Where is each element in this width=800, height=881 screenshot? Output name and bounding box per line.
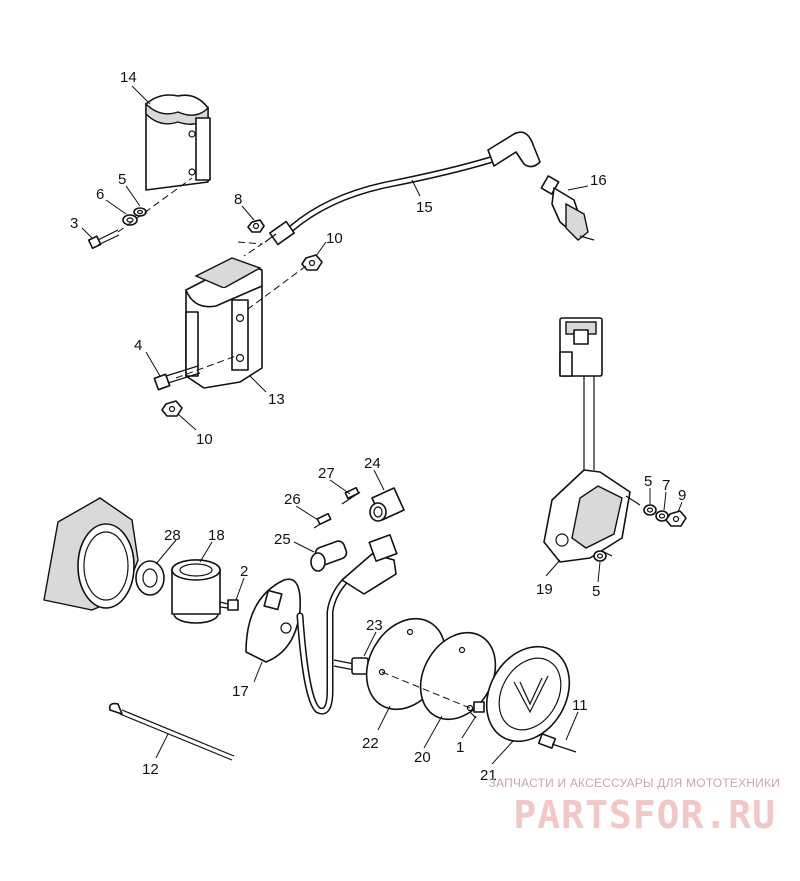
part-bolt-23 <box>333 657 369 675</box>
part-screw-3 <box>87 229 120 250</box>
part-grommet-25 <box>310 540 348 572</box>
callout-23: 23 <box>366 617 383 634</box>
callout-14: 14 <box>120 69 137 86</box>
callout-15: 15 <box>416 199 433 216</box>
callout-8: 8 <box>234 191 242 208</box>
callout-22: 22 <box>362 735 379 752</box>
part-screw-2 <box>219 599 239 611</box>
part-washer-6 <box>122 214 138 226</box>
callout-7: 7 <box>662 477 670 494</box>
part-sleeve-18 <box>171 559 221 624</box>
part-spark-plug <box>540 175 595 241</box>
callout-labels: 14 5 6 3 8 15 16 10 4 13 10 5 7 9 19 5 2… <box>70 69 686 784</box>
callout-4: 4 <box>134 337 142 354</box>
callout-19: 19 <box>536 581 553 598</box>
part-washer-5-module <box>643 504 657 516</box>
part-terminal-26 <box>313 512 332 529</box>
callout-13: 13 <box>268 391 285 408</box>
callout-5-top: 5 <box>118 171 126 188</box>
part-nut-8 <box>247 219 265 233</box>
callout-5-lower: 5 <box>592 583 600 600</box>
part-wiring-harness <box>296 534 398 715</box>
part-nut-9 <box>665 510 687 527</box>
callout-27: 27 <box>318 465 335 482</box>
part-timer-cover-21 <box>485 645 571 743</box>
part-nut-10-upper <box>301 254 323 271</box>
part-cable-strap-12 <box>108 702 235 761</box>
callout-17: 17 <box>232 683 249 700</box>
callout-20: 20 <box>414 749 431 766</box>
callout-16: 16 <box>590 172 607 189</box>
part-connector-24 <box>369 487 405 522</box>
part-rivet-11 <box>537 733 577 753</box>
part-spark-plug-cable <box>264 131 541 246</box>
watermark-logo: PARTSFOR.RU <box>513 793 776 837</box>
callout-2: 2 <box>240 563 248 580</box>
callout-3: 3 <box>70 215 78 232</box>
callout-12: 12 <box>142 761 159 778</box>
callout-25: 25 <box>274 531 291 548</box>
part-ignition-coil <box>185 257 263 389</box>
callout-24: 24 <box>364 455 381 472</box>
callout-1: 1 <box>456 739 464 756</box>
part-coil-bracket <box>145 94 211 191</box>
callout-9: 9 <box>678 487 686 504</box>
leader-lines <box>81 85 683 765</box>
callout-21: 21 <box>480 767 497 784</box>
part-bearing-28 <box>135 560 165 596</box>
callout-6: 6 <box>96 186 104 203</box>
watermark-tagline: ЗАПЧАСТИ И АКСЕССУАРЫ ДЛЯ МОТОТЕХНИКИ <box>488 776 780 790</box>
callout-11: 11 <box>572 697 588 714</box>
callout-10-upper: 10 <box>326 230 343 247</box>
part-engine-case <box>43 497 139 611</box>
callout-18: 18 <box>208 527 225 544</box>
part-sensor-plate <box>245 578 301 663</box>
callout-26: 26 <box>284 491 301 508</box>
part-bolt-4 <box>153 365 201 391</box>
part-nut-10-lower <box>161 400 183 417</box>
part-washer-5-top <box>133 207 147 217</box>
part-washer-5-lower <box>593 550 607 562</box>
part-terminal-27 <box>341 486 361 505</box>
part-ignition-module <box>543 317 641 563</box>
callout-10-lower: 10 <box>196 431 213 448</box>
callout-28: 28 <box>164 527 181 544</box>
callout-5-module: 5 <box>644 473 652 490</box>
